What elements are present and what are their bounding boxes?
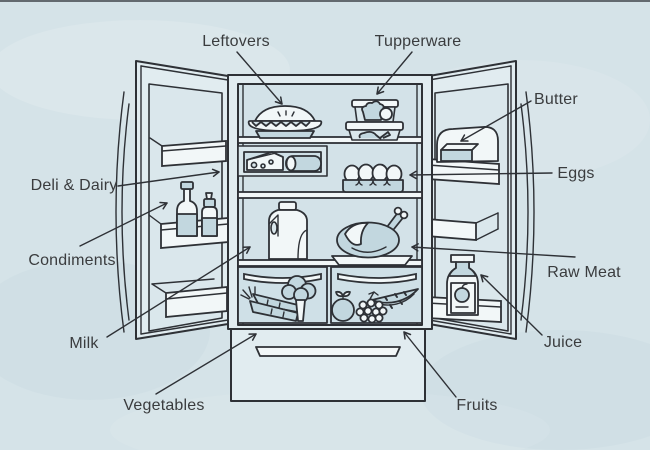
freezer-handle: [255, 346, 401, 357]
label-eggs: Eggs: [409, 165, 594, 182]
cheese-icon: [246, 151, 284, 171]
leader-arrow-juice: [480, 274, 543, 336]
leader-arrow-fruits: [403, 331, 457, 398]
pie-icon: [247, 105, 323, 139]
mustard-bottle-icon: [201, 192, 218, 237]
shelf-top: [237, 136, 423, 144]
deli-roll-icon: [285, 155, 322, 172]
label-text-deli-dairy: Deli & Dairy: [31, 177, 118, 194]
label-leftovers: Leftovers: [202, 33, 283, 105]
label-text-fruits: Fruits: [456, 397, 497, 414]
leader-arrow-vegetables: [155, 333, 257, 395]
label-tupperware: Tupperware: [375, 33, 462, 95]
fridge-cabinet: [227, 74, 433, 330]
label-text-vegetables: Vegetables: [123, 397, 204, 414]
label-milk: Milk: [69, 246, 251, 352]
milk-jug-icon: [268, 201, 308, 260]
label-raw-meat: Raw Meat: [411, 243, 621, 281]
leader-arrow-raw-meat: [411, 243, 576, 258]
label-condiments: Condiments: [28, 201, 168, 269]
right-door-juice-bin: [426, 254, 502, 323]
leader-arrow-tupperware: [376, 51, 413, 95]
door-swing-arc-icon: [115, 91, 125, 333]
top-edge-line: [0, 0, 650, 2]
turkey-icon: [331, 206, 413, 266]
leader-arrow-eggs: [409, 170, 553, 180]
broccoli-icon: [281, 275, 317, 322]
wine-bottle-icon: [176, 181, 198, 237]
juice-bottle-icon: [446, 254, 479, 316]
right-door: [426, 60, 535, 340]
fruit-crisper: [330, 266, 423, 324]
door-swing-arc-icon: [525, 91, 535, 333]
label-text-eggs: Eggs: [557, 165, 594, 182]
label-text-leftovers: Leftovers: [202, 33, 270, 50]
leader-arrow-butter: [460, 100, 532, 142]
carrots-icon: [240, 286, 304, 322]
freezer-drawer: [230, 328, 426, 402]
label-fruits: Fruits: [403, 331, 497, 414]
butter-icon: [440, 143, 479, 162]
label-text-milk: Milk: [69, 335, 99, 352]
label-text-tupperware: Tupperware: [375, 33, 462, 50]
label-text-butter: Butter: [534, 91, 578, 108]
label-vegetables: Vegetables: [123, 333, 257, 414]
grapes-icon: [355, 291, 388, 324]
vegetable-crisper: [237, 266, 328, 324]
shelf-middle: [237, 191, 423, 199]
leader-arrow-milk: [106, 246, 251, 338]
tupperware-icon: [345, 99, 404, 141]
left-door-condiment-bin: [148, 181, 229, 249]
orange-icon: [331, 290, 355, 322]
leader-arrow-leftovers: [236, 51, 283, 105]
label-text-raw-meat: Raw Meat: [547, 264, 621, 281]
leader-arrow-condiments: [79, 201, 168, 247]
label-butter: Butter: [460, 91, 578, 142]
eggs-icon: [342, 163, 404, 193]
door-swing-arc-icon: [520, 103, 529, 321]
door-swing-arc-icon: [121, 103, 130, 321]
deli-drawer: [237, 145, 328, 177]
shelf-lower: [237, 259, 423, 267]
left-door: [115, 60, 229, 340]
label-text-juice: Juice: [544, 334, 582, 351]
label-juice: Juice: [480, 274, 582, 351]
leader-arrow-deli-dairy: [117, 168, 220, 187]
label-deli-dairy: Deli & Dairy: [31, 168, 220, 194]
left-door-top-bin: [149, 137, 227, 167]
right-door-butter-bin: [427, 126, 500, 185]
label-text-condiments: Condiments: [28, 252, 115, 269]
